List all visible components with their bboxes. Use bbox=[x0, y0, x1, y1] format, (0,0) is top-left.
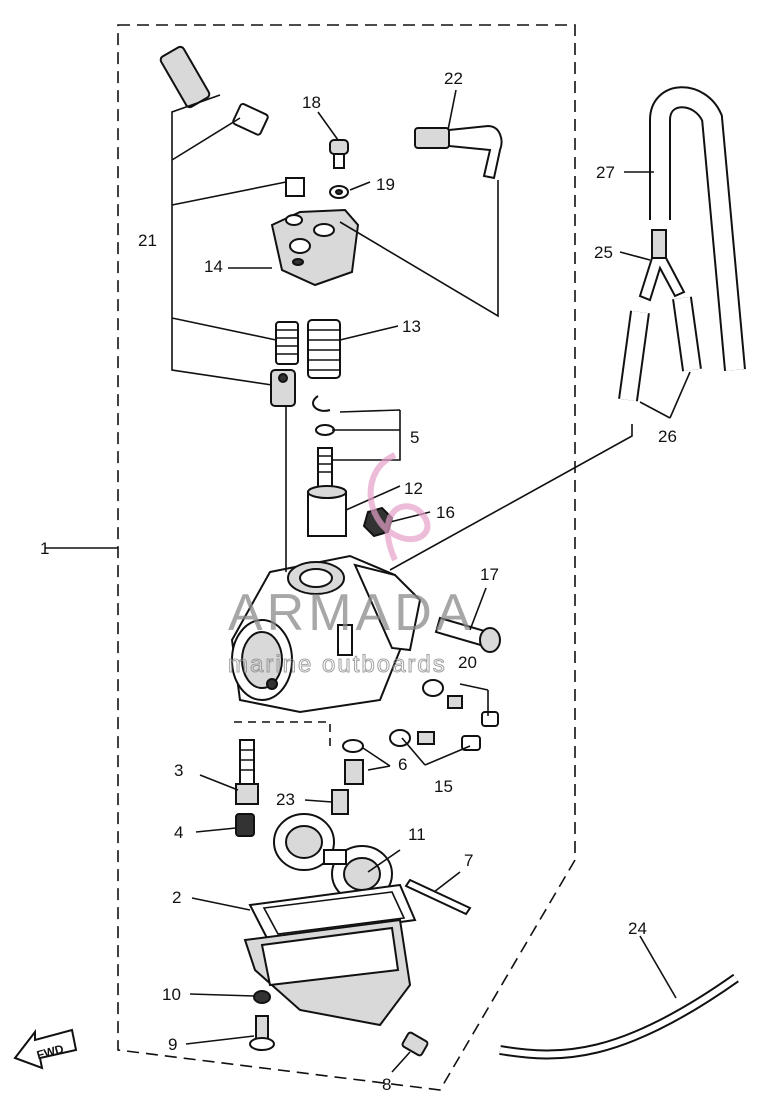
needle-holder bbox=[270, 369, 296, 407]
callout-20: 20 bbox=[458, 653, 477, 672]
callout-2: 2 bbox=[172, 888, 181, 907]
part-12-throttle-valve bbox=[307, 485, 347, 537]
part-2-gasket bbox=[248, 883, 417, 942]
watermark-brand: ARMADA bbox=[228, 584, 474, 642]
callout-10: 10 bbox=[162, 985, 181, 1004]
callout-6a: 6 bbox=[398, 755, 407, 774]
part-17-screw bbox=[434, 616, 501, 653]
callout-25: 25 bbox=[594, 243, 613, 262]
part-14-cap bbox=[270, 208, 360, 287]
fwd-arrow: FWD bbox=[13, 1028, 78, 1070]
part-22-elbow bbox=[414, 124, 503, 180]
part-6-jets bbox=[342, 739, 364, 785]
callout-27: 27 bbox=[596, 163, 615, 182]
callout-18: 18 bbox=[302, 93, 321, 112]
part-7-pin bbox=[404, 878, 472, 916]
part-26-hoses bbox=[618, 296, 702, 402]
part-13-springs bbox=[275, 319, 341, 379]
part-25-tee bbox=[638, 229, 686, 302]
part-27-hose bbox=[649, 86, 746, 371]
callout-8: 8 bbox=[382, 1075, 391, 1094]
watermark-tagline: marine outboards bbox=[228, 651, 447, 678]
callout-13: 13 bbox=[402, 317, 421, 336]
callout-24: 24 bbox=[628, 919, 647, 938]
callout-14: 14 bbox=[204, 257, 223, 276]
part-21-tubes bbox=[159, 45, 305, 197]
part-4-main-jet bbox=[235, 813, 255, 837]
callout-12: 12 bbox=[404, 479, 423, 498]
callout-26: 26 bbox=[658, 427, 677, 446]
callout-19: 19 bbox=[376, 175, 395, 194]
callout-7: 7 bbox=[464, 851, 473, 870]
carburetor-body bbox=[230, 554, 422, 714]
callout-3: 3 bbox=[174, 761, 183, 780]
part-23-jet bbox=[331, 789, 349, 815]
callout-9: 9 bbox=[168, 1035, 177, 1054]
callout-16: 16 bbox=[436, 503, 455, 522]
callout-labels: 1 2 3 4 5 6 6 7 8 9 10 11 12 13 14 15 16… bbox=[40, 69, 677, 1094]
callout-23: 23 bbox=[276, 790, 295, 809]
callout-11: 11 bbox=[408, 825, 426, 844]
watermark: ARMADA marine outboards bbox=[228, 452, 474, 679]
part-5-clip-needle bbox=[312, 395, 335, 495]
assembly-boundary bbox=[117, 24, 576, 1091]
callout-4: 4 bbox=[174, 823, 183, 842]
callout-22: 22 bbox=[444, 69, 463, 88]
part-9-screw bbox=[249, 1015, 275, 1051]
part-3-needle-jet bbox=[235, 739, 259, 805]
callout-21: 21 bbox=[138, 231, 157, 250]
callout-15: 15 bbox=[434, 777, 453, 796]
part-19-washer bbox=[329, 185, 349, 199]
callout-17: 17 bbox=[480, 565, 499, 584]
callout-5: 5 bbox=[410, 428, 419, 447]
callout-1: 1 bbox=[40, 539, 49, 558]
part-20-screws bbox=[422, 679, 499, 727]
part-24-hose bbox=[499, 973, 739, 1060]
watermark-accent-swirl bbox=[367, 452, 431, 562]
part-10-washer bbox=[253, 990, 271, 1004]
float-bowl bbox=[243, 918, 412, 1027]
part-18-screw bbox=[329, 139, 349, 169]
part-8-drain-screw bbox=[401, 1031, 429, 1057]
leader-lines bbox=[45, 89, 691, 1073]
fwd-label: FWD bbox=[35, 1042, 65, 1063]
